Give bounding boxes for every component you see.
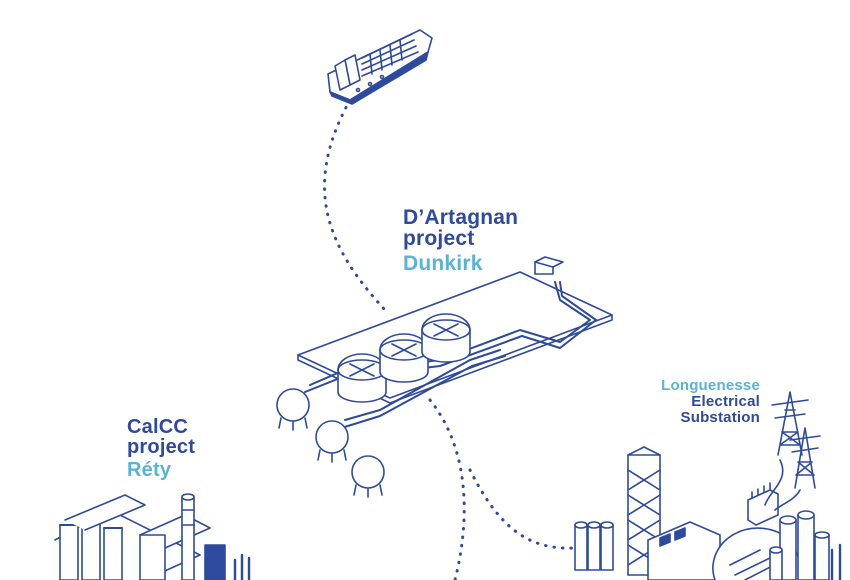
shipping-route — [323, 98, 387, 312]
pipeline-route-longuenesse — [468, 468, 577, 550]
lng-tank — [379, 333, 429, 383]
calcc-project-label: CalCC project Réty — [127, 417, 195, 480]
pipeline-route-calcc — [428, 398, 466, 580]
ship-icon — [327, 29, 433, 105]
dartagnan-project-label: D’Artagnan project Dunkirk — [403, 207, 518, 274]
calcc-subtitle: project — [127, 436, 196, 458]
power-pylon-icon — [764, 391, 821, 511]
lng-terminal-icon — [276, 256, 613, 498]
lng-tank — [421, 313, 471, 363]
calcc-title: CalCC — [127, 416, 189, 438]
dartagnan-title: D’Artagnan — [403, 206, 519, 229]
longuenesse-substation-label: Longuenesse Electrical Substation — [600, 378, 760, 426]
cement-plant-icon — [54, 493, 251, 580]
substation-icon — [574, 446, 842, 580]
longuenesse-city: Longuenesse — [661, 377, 760, 394]
longuenesse-line3: Substation — [680, 409, 760, 426]
dartagnan-subtitle: project — [403, 227, 475, 250]
storage-sphere — [315, 420, 349, 463]
longuenesse-line2: Electrical — [691, 393, 760, 410]
storage-sphere — [351, 455, 385, 498]
storage-sphere — [276, 388, 310, 431]
dartagnan-city: Dunkirk — [403, 252, 483, 275]
calcc-city: Réty — [127, 459, 172, 481]
